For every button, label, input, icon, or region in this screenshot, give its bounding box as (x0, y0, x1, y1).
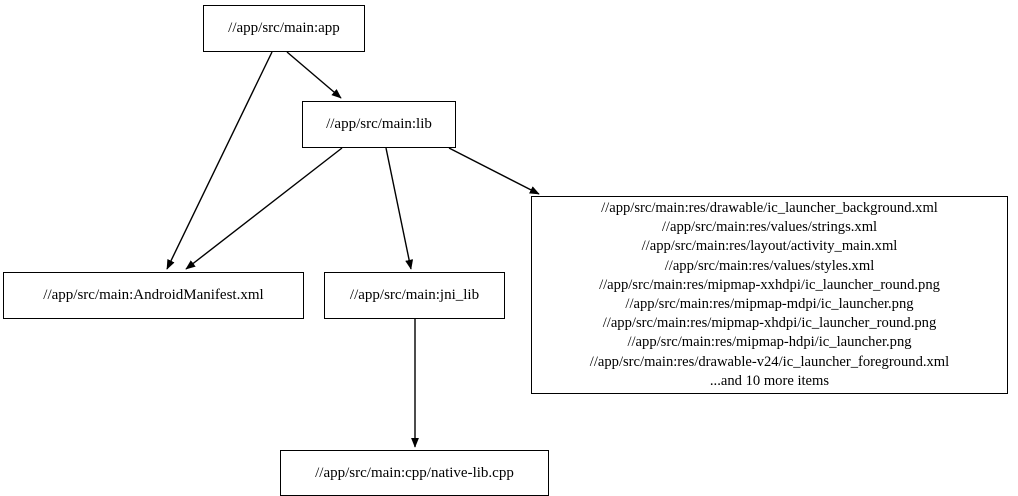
edge-app-to-lib (286, 51, 342, 99)
res-line: //app/src/main:res/drawable-v24/ic_launc… (589, 353, 950, 370)
res-line-more-items: ...and 10 more items (709, 372, 830, 389)
res-line: //app/src/main:res/values/styles.xml (664, 257, 875, 274)
res-line: //app/src/main:res/mipmap-xxhdpi/ic_laun… (599, 276, 940, 293)
node-app-label: //app/src/main:app (228, 20, 340, 36)
node-native-lib-cpp-label: //app/src/main:cpp/native-lib.cpp (315, 464, 514, 481)
node-lib-label: //app/src/main:lib (326, 116, 432, 132)
edge-lib-to-jni-lib (385, 147, 414, 270)
node-jni-lib[interactable]: //app/src/main:jni_lib (324, 272, 505, 319)
node-lib[interactable]: //app/src/main:lib (302, 101, 456, 148)
res-line: //app/src/main:res/values/strings.xml (661, 219, 878, 236)
node-native-lib-cpp[interactable]: //app/src/main:cpp/native-lib.cpp (280, 450, 549, 496)
edge-lib-to-manifest (185, 147, 343, 270)
node-app[interactable]: //app/src/main:app (203, 5, 365, 52)
res-line: //app/src/main:res/mipmap-xhdpi/ic_launc… (602, 315, 937, 332)
node-android-manifest-label: //app/src/main:AndroidManifest.xml (43, 287, 264, 303)
edge-app-to-manifest (166, 51, 273, 270)
res-line: //app/src/main:res/mipmap-mdpi/ic_launch… (625, 296, 914, 312)
res-line: //app/src/main:res/mipmap-hdpi/ic_launch… (627, 334, 912, 351)
res-line: //app/src/main:res/drawable/ic_launcher_… (601, 199, 938, 216)
node-res-bundle-lines: //app/src/main:res/drawable/ic_launcher_… (540, 199, 999, 391)
node-res-bundle[interactable]: //app/src/main:res/drawable/ic_launcher_… (531, 196, 1008, 394)
res-line: //app/src/main:res/layout/activity_main.… (641, 238, 898, 255)
node-jni-lib-label: //app/src/main:jni_lib (349, 287, 480, 303)
node-android-manifest[interactable]: //app/src/main:AndroidManifest.xml (3, 272, 304, 319)
edge-lib-to-res (448, 147, 540, 195)
